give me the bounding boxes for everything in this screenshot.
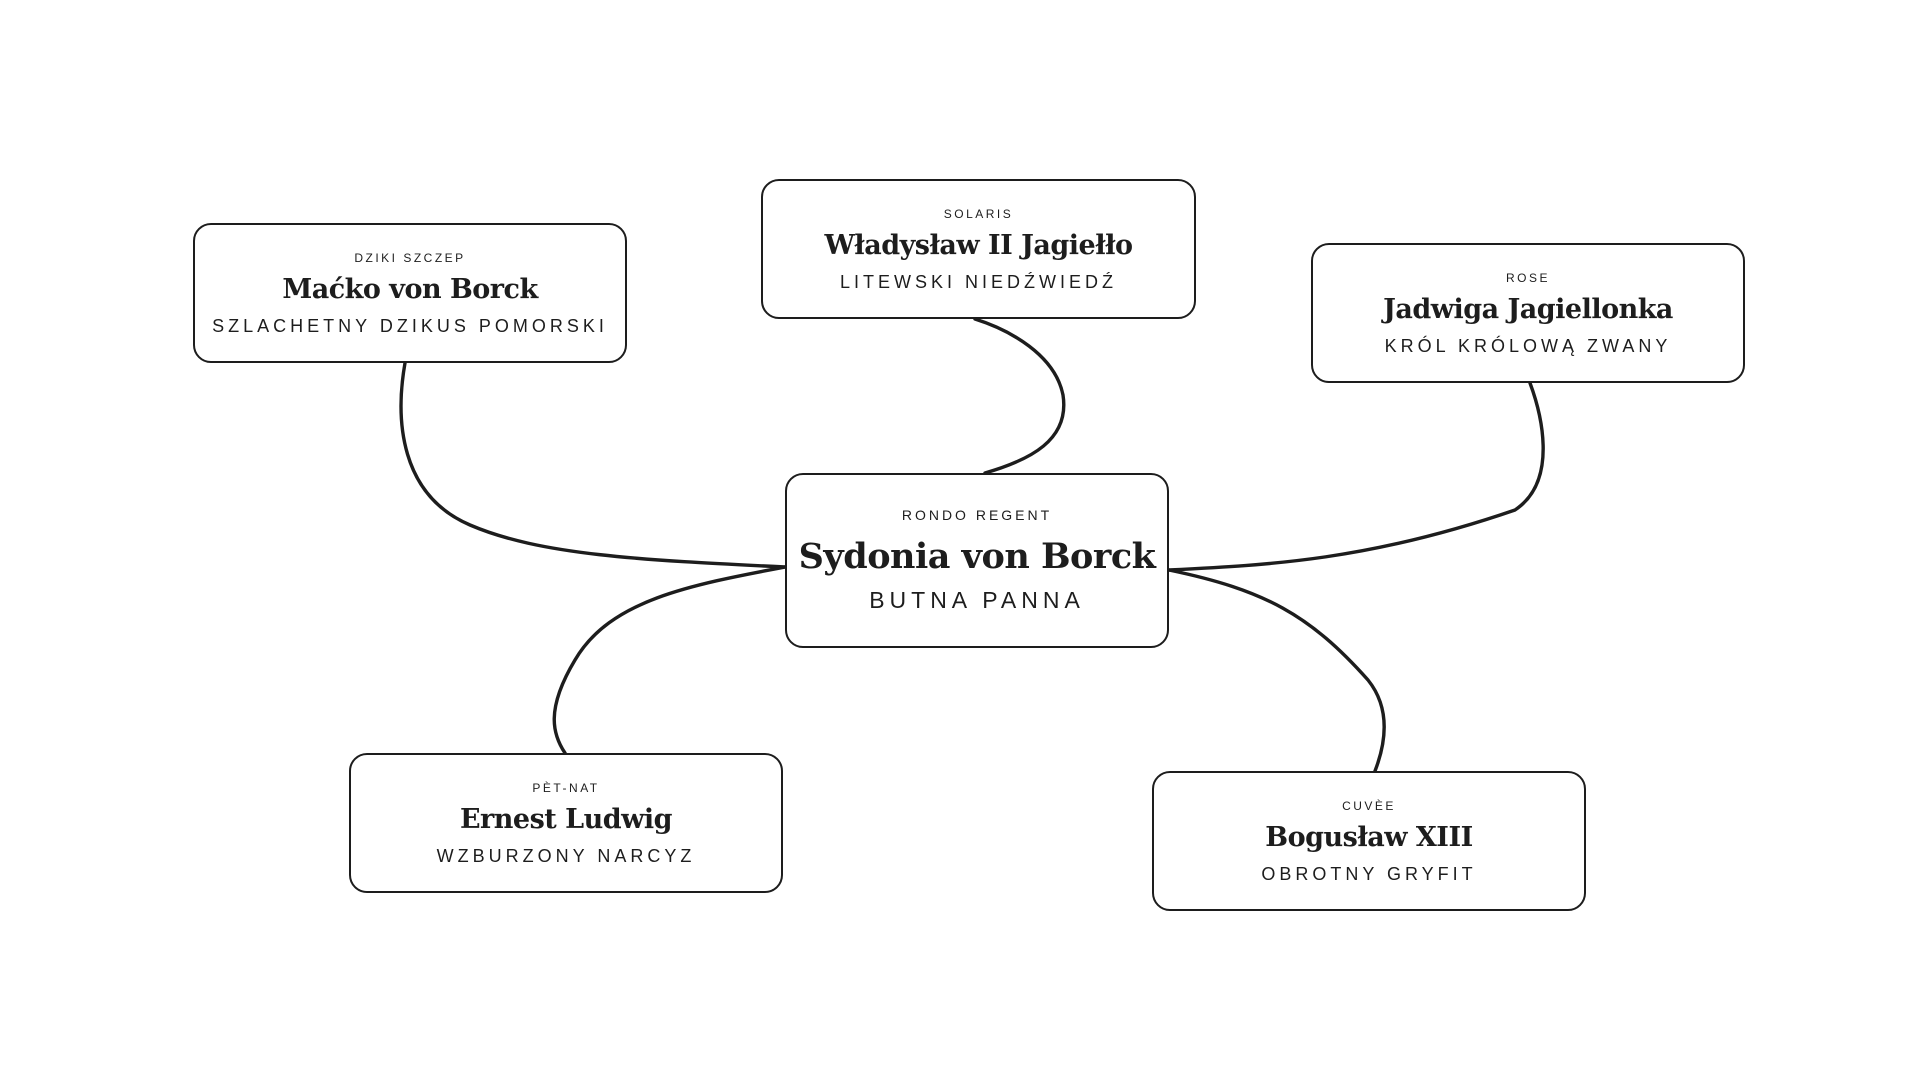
node-name: Jadwiga Jagiellonka [1383,294,1673,325]
connector-boguslaw [1167,568,1386,773]
node-name: Władysław II Jagiełło [824,230,1133,261]
node-card-boguslaw[interactable]: CUVÈE Bogusław XIII OBROTNY GRYFIT [1152,771,1586,911]
node-varietal: CUVÈE [1342,799,1396,813]
connector-jadwiga [1167,381,1545,572]
node-card-jadwiga[interactable]: ROSE Jadwiga Jagiellonka KRÓL KRÓLOWĄ ZW… [1311,243,1745,383]
node-nickname: LITEWSKI NIEDŹWIEDŹ [839,272,1117,292]
connector-wladyslaw [973,317,1066,475]
center-nickname: BUTNA PANNA [869,587,1085,613]
node-name: Ernest Ludwig [459,804,673,835]
node-varietal: ROSE [1505,271,1550,285]
node-nickname: WZBURZONY NARCYZ [436,846,696,866]
node-varietal: DZIKI SZCZEP [354,251,466,265]
center-node-card-sydonia[interactable]: RONDO REGENT Sydonia von Borck BUTNA PAN… [785,473,1169,648]
node-name: Bogusław XIII [1265,822,1473,853]
center-varietal: RONDO REGENT [901,507,1053,523]
node-card-wladyslaw[interactable]: SOLARIS Władysław II Jagiełło LITEWSKI N… [761,179,1196,319]
node-nickname: OBROTNY GRYFIT [1261,864,1477,884]
node-varietal: PÈT-NAT [532,781,600,795]
node-name: Maćko von Borck [282,274,538,305]
node-card-ernest[interactable]: PÈT-NAT Ernest Ludwig WZBURZONY NARCYZ [349,753,783,893]
node-nickname: SZLACHETNY DZIKUS POMORSKI [212,316,608,336]
connector-ernest [552,565,787,755]
node-nickname: KRÓL KRÓLOWĄ ZWANY [1384,336,1672,356]
node-varietal: SOLARIS [943,207,1014,221]
connector-macko [399,361,787,569]
center-name: Sydonia von Borck [798,536,1156,577]
node-card-macko[interactable]: DZIKI SZCZEP Maćko von Borck SZLACHETNY … [193,223,627,363]
